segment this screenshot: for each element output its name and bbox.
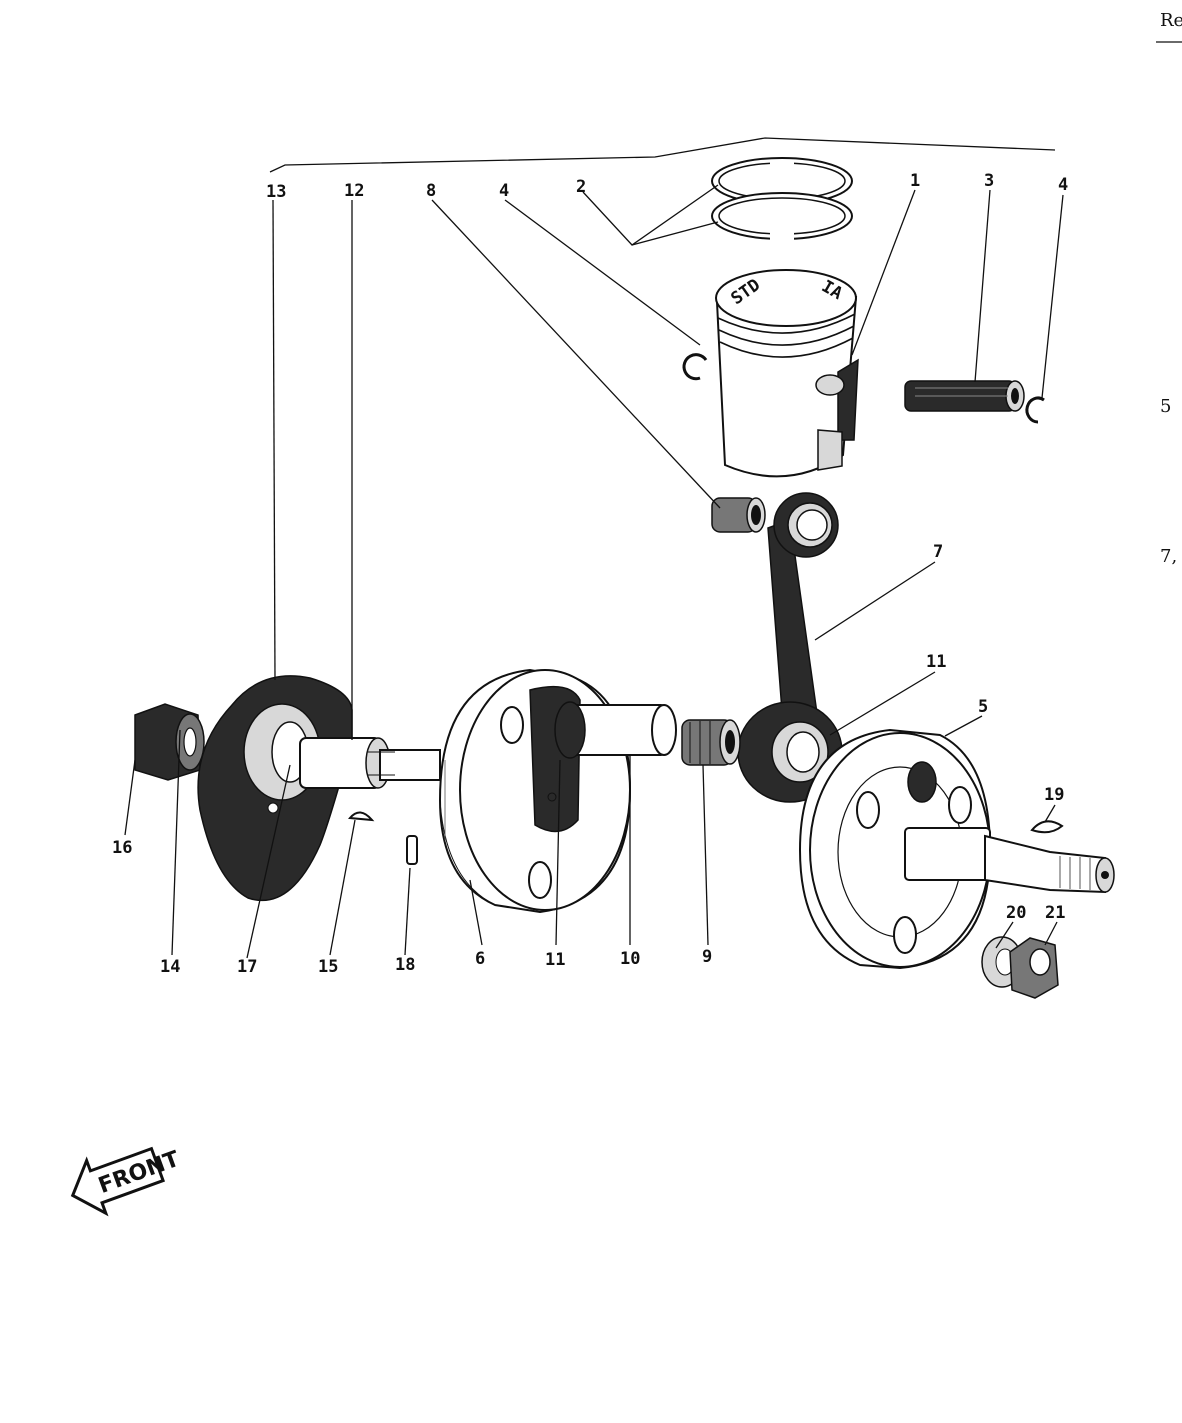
callout-11-upper: 11 [926, 652, 946, 672]
callout-20: 20 [1006, 903, 1026, 923]
timing-gear-and-nut [134, 703, 205, 781]
callout-11-lower: 11 [545, 950, 565, 970]
small-end-bearing [711, 497, 766, 533]
crank-pin [554, 701, 677, 759]
woodruff-key-right [1030, 820, 1064, 834]
leader-lines [124, 184, 1064, 959]
callout-10: 10 [620, 949, 640, 969]
callout-8: 8 [426, 181, 436, 201]
callout-4-right: 4 [1058, 175, 1068, 195]
circlip-right [1025, 396, 1045, 424]
callout-6: 6 [475, 949, 485, 969]
big-end-bearing [681, 719, 741, 766]
right-flywheel [798, 728, 992, 970]
callout-1: 1 [910, 171, 920, 191]
callout-2: 2 [576, 177, 586, 197]
woodruff-key-left [348, 811, 375, 822]
piston-rings [711, 157, 853, 240]
hex-nut [1009, 937, 1059, 999]
top-bracket-line [269, 137, 1056, 173]
callout-7: 7 [933, 542, 943, 562]
callout-labels: 13 12 8 4 2 1 3 4 7 11 5 19 16 14 17 15 … [112, 171, 1068, 977]
callout-17: 17 [237, 957, 257, 977]
callout-3: 3 [984, 171, 994, 191]
callout-13: 13 [266, 182, 286, 202]
circlip-left [682, 353, 708, 381]
margin-note-5: 5 [1160, 396, 1171, 417]
callout-5: 5 [978, 697, 988, 717]
right-main-shaft [904, 827, 1115, 894]
connecting-rod [737, 492, 843, 803]
callout-9: 9 [702, 947, 712, 967]
callout-4-left: 4 [499, 181, 509, 201]
callout-19: 19 [1044, 785, 1064, 805]
callout-18: 18 [395, 955, 415, 975]
left-main-shaft [299, 737, 441, 789]
margin-note-7: 7, [1160, 546, 1177, 567]
piston: STD IA [715, 269, 859, 478]
piston-pin [904, 380, 1025, 412]
callout-21: 21 [1045, 903, 1065, 923]
callout-15: 15 [318, 957, 338, 977]
callout-14: 14 [160, 957, 180, 977]
margin-top-right-text: Re [1160, 10, 1182, 31]
callout-16: 16 [112, 838, 132, 858]
front-arrow: FRONT [70, 1146, 183, 1217]
callout-12: 12 [344, 181, 364, 201]
dowel-pin [406, 835, 418, 865]
